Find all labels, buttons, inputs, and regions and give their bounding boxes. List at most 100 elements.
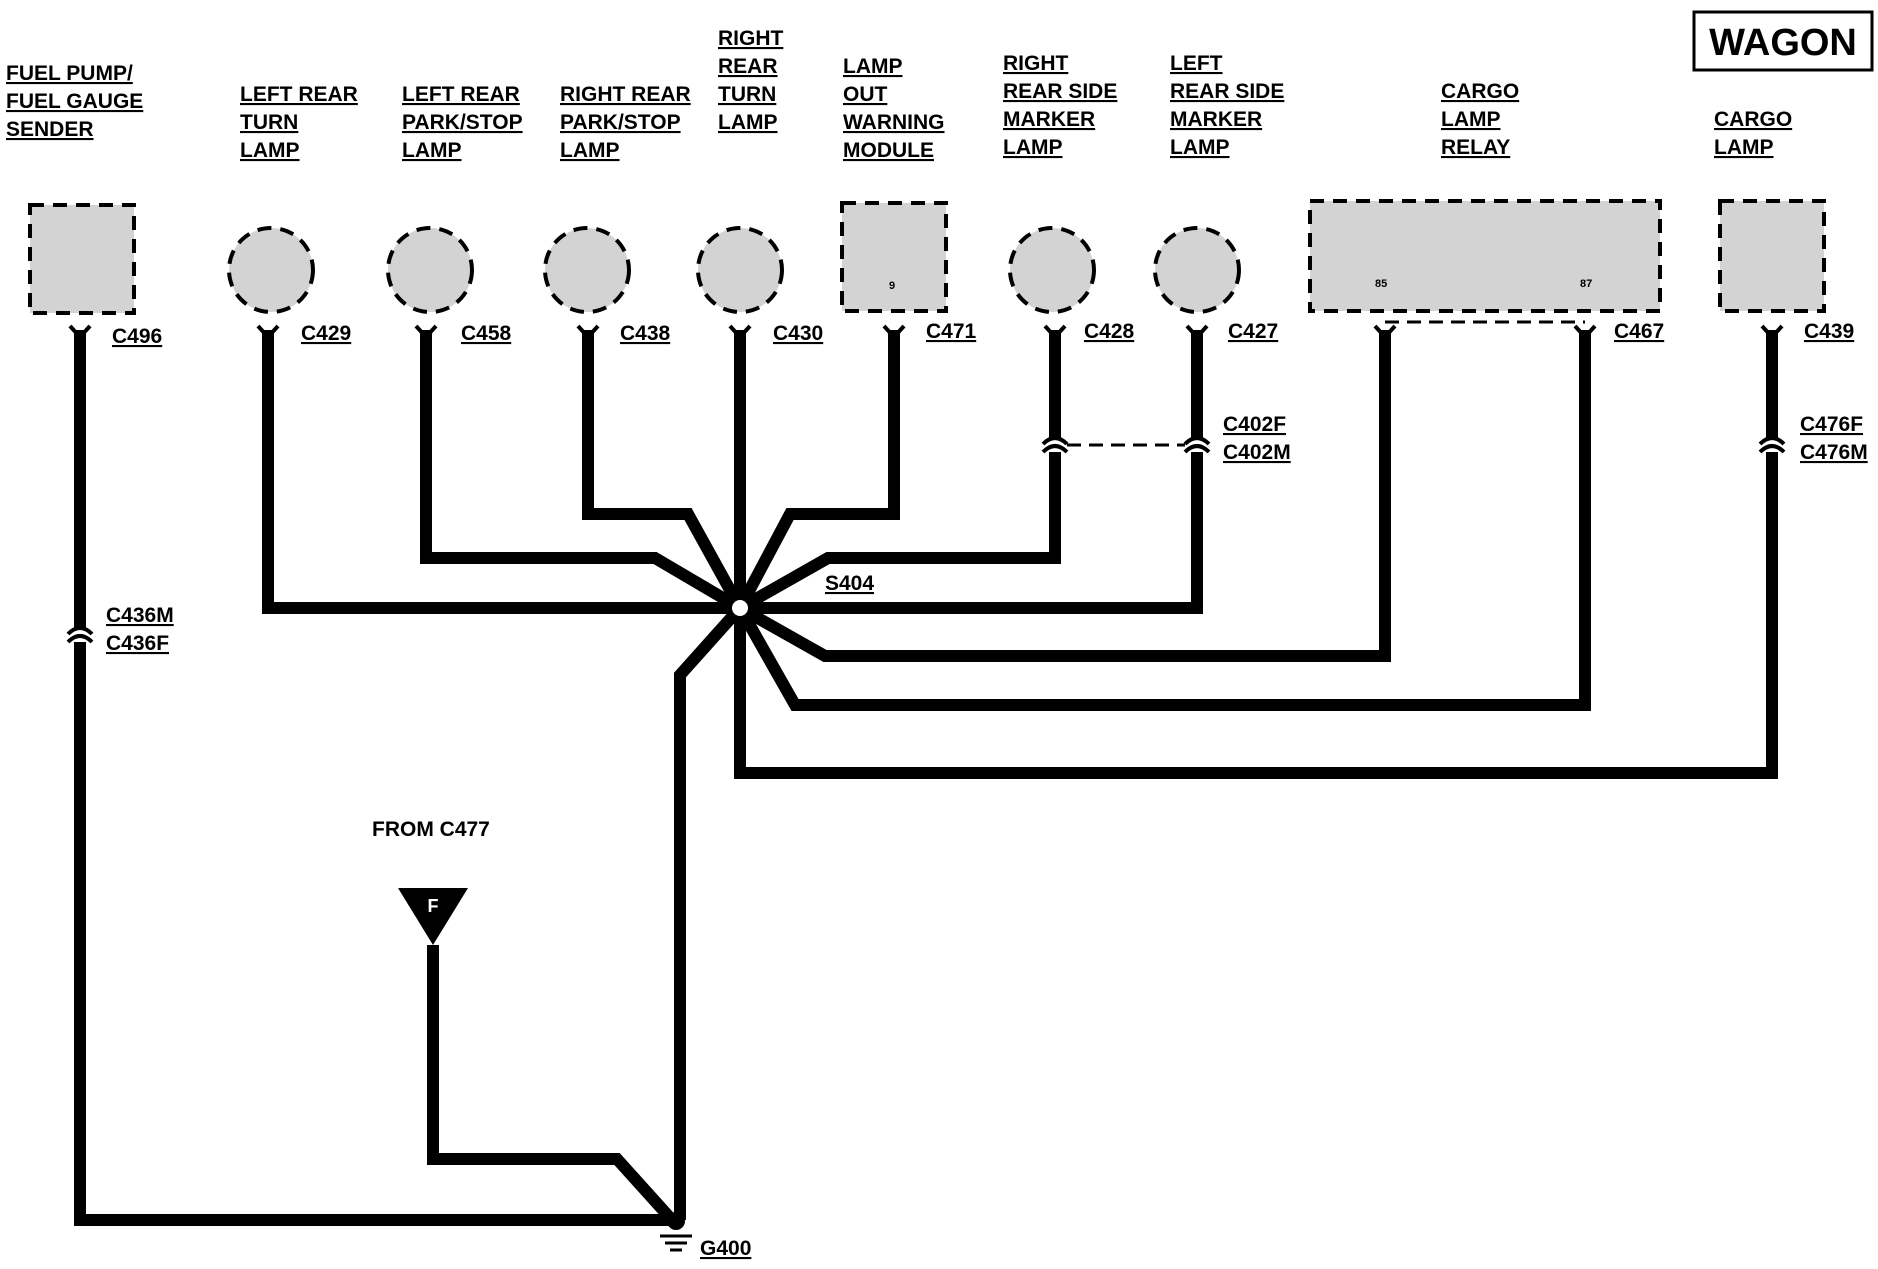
- connector-c436f: C436F: [106, 632, 169, 655]
- connector-c438: C438: [620, 322, 671, 345]
- label-cargo-lamp-relay: CARGO LAMP RELAY: [1441, 80, 1519, 159]
- connector-mark: [1760, 324, 1784, 340]
- wire-s404-ground: [674, 603, 745, 1220]
- connector-mark: [1185, 324, 1209, 340]
- label-lamp-out-warning-module: LAMP OUT WARNING MODULE: [843, 55, 945, 162]
- label-line: LAMP: [240, 139, 300, 162]
- connector-c429: C429: [301, 322, 351, 345]
- label-left-rear-side-marker: LEFT REAR SIDE MARKER LAMP: [1170, 52, 1284, 159]
- label-line: LAMP: [1170, 136, 1230, 159]
- label-line: LAMP: [1441, 108, 1501, 131]
- left-rear-park-stop-lamp: [386, 226, 474, 314]
- cargo-lamp: [1718, 199, 1826, 313]
- label-line: MODULE: [843, 139, 934, 162]
- wire-cargo-lamp: [734, 330, 1778, 779]
- connector-c476f: C476F: [1800, 413, 1863, 436]
- connector-mark: [414, 324, 438, 340]
- label-line: LEFT REAR: [402, 83, 520, 106]
- wire-left-rear-turn: [262, 330, 740, 614]
- label-fuel-pump: FUEL PUMP/ FUEL GAUGE SENDER: [6, 62, 143, 141]
- label-line: LEFT: [1170, 52, 1223, 75]
- label-line: RIGHT: [1003, 52, 1069, 75]
- connector-c439: C439: [1804, 320, 1854, 343]
- connector-labels: C496 C429 C458 C438 C430 C471 C428 C427 …: [106, 320, 1868, 1260]
- label-line: MARKER: [1003, 108, 1095, 131]
- splice-s404: [725, 593, 755, 623]
- connector-c430: C430: [773, 322, 823, 345]
- connector-c496: C496: [112, 325, 162, 348]
- flag-f-icon: F: [398, 888, 468, 945]
- label-line: PARK/STOP: [560, 111, 681, 134]
- label-line: LAMP: [718, 111, 778, 134]
- flag-letter: F: [428, 896, 439, 916]
- splice-s404-label: S404: [825, 572, 874, 595]
- wire-cargo-relay-85: [737, 330, 1391, 662]
- right-rear-turn-lamp: [696, 226, 784, 314]
- connector-c476m: C476M: [1800, 441, 1868, 464]
- connector-mark: [882, 324, 906, 340]
- right-rear-side-marker-lamp: [1008, 226, 1096, 314]
- label-right-rear-park-stop: RIGHT REAR PARK/STOP LAMP: [560, 83, 691, 162]
- connector-mark: [576, 324, 600, 340]
- relay-pin-85-label: 85: [1375, 278, 1387, 290]
- fuel-pump-sender: [28, 203, 136, 315]
- component-labels: FUEL PUMP/ FUEL GAUGE SENDER LEFT REAR T…: [6, 27, 1792, 162]
- wagon-badge: WAGON: [1692, 10, 1874, 72]
- label-line: LAMP: [560, 139, 620, 162]
- label-line: PARK/STOP: [402, 111, 523, 134]
- label-line: WARNING: [843, 111, 945, 134]
- label-line: RELAY: [1441, 136, 1510, 159]
- inline-connector-c436: [66, 626, 94, 644]
- right-rear-park-stop-lamp: [543, 226, 631, 314]
- label-line: TURN: [718, 83, 776, 106]
- label-left-rear-park-stop: LEFT REAR PARK/STOP LAMP: [402, 83, 523, 162]
- connector-mark: [68, 324, 92, 340]
- label-right-rear-side-marker: RIGHT REAR SIDE MARKER LAMP: [1003, 52, 1117, 159]
- label-line: REAR: [718, 55, 778, 78]
- connector-mark: [1573, 324, 1597, 340]
- relay-pin-87-label: 87: [1580, 278, 1592, 290]
- label-line: LAMP: [1714, 136, 1774, 159]
- label-line: LEFT REAR: [240, 83, 358, 106]
- label-line: SENDER: [6, 118, 94, 141]
- wire-left-rear-park-stop: [420, 330, 744, 614]
- label-line: CARGO: [1714, 108, 1792, 131]
- wires: [74, 330, 1778, 1226]
- inline-connectors: [66, 436, 1786, 644]
- connector-mark: [1043, 324, 1067, 340]
- connector-markers: [68, 324, 1784, 340]
- left-rear-turn-lamp: [227, 226, 315, 314]
- label-line: OUT: [843, 83, 888, 106]
- left-rear-side-marker-lamp: [1153, 226, 1241, 314]
- label-line: FUEL GAUGE: [6, 90, 143, 113]
- connector-c467: C467: [1614, 320, 1664, 343]
- connector-mark: [1373, 324, 1397, 340]
- lamp-out-warning-module: [840, 201, 948, 313]
- label-line: TURN: [240, 111, 298, 134]
- connector-c436m: C436M: [106, 604, 174, 627]
- connector-c402m: C402M: [1223, 441, 1291, 464]
- module-pin-label: 9: [889, 280, 895, 292]
- label-line: REAR SIDE: [1003, 80, 1117, 103]
- label-line: FUEL PUMP/: [6, 62, 133, 85]
- label-line: LAMP: [843, 55, 903, 78]
- wire-c477-ground: [427, 945, 677, 1225]
- connector-c471: C471: [926, 320, 977, 343]
- components: 9 85 87: [28, 199, 1826, 315]
- label-line: MARKER: [1170, 108, 1262, 131]
- inline-connector-c476: [1758, 436, 1786, 454]
- wire-cargo-relay-87: [734, 330, 1591, 711]
- inline-connector-c402: [1041, 436, 1211, 454]
- wire-left-side-marker: [740, 330, 1203, 614]
- label-line: CARGO: [1441, 80, 1519, 103]
- connector-mark: [256, 324, 280, 340]
- label-line: RIGHT REAR: [560, 83, 691, 106]
- cargo-lamp-relay: [1308, 199, 1662, 313]
- connector-c427: C427: [1228, 320, 1278, 343]
- wagon-badge-text: WAGON: [1709, 22, 1857, 64]
- ground-g400-label: G400: [700, 1237, 751, 1260]
- connector-c458: C458: [461, 322, 512, 345]
- label-cargo-lamp: CARGO LAMP: [1714, 108, 1792, 159]
- label-right-rear-turn: RIGHT REAR TURN LAMP: [718, 27, 784, 134]
